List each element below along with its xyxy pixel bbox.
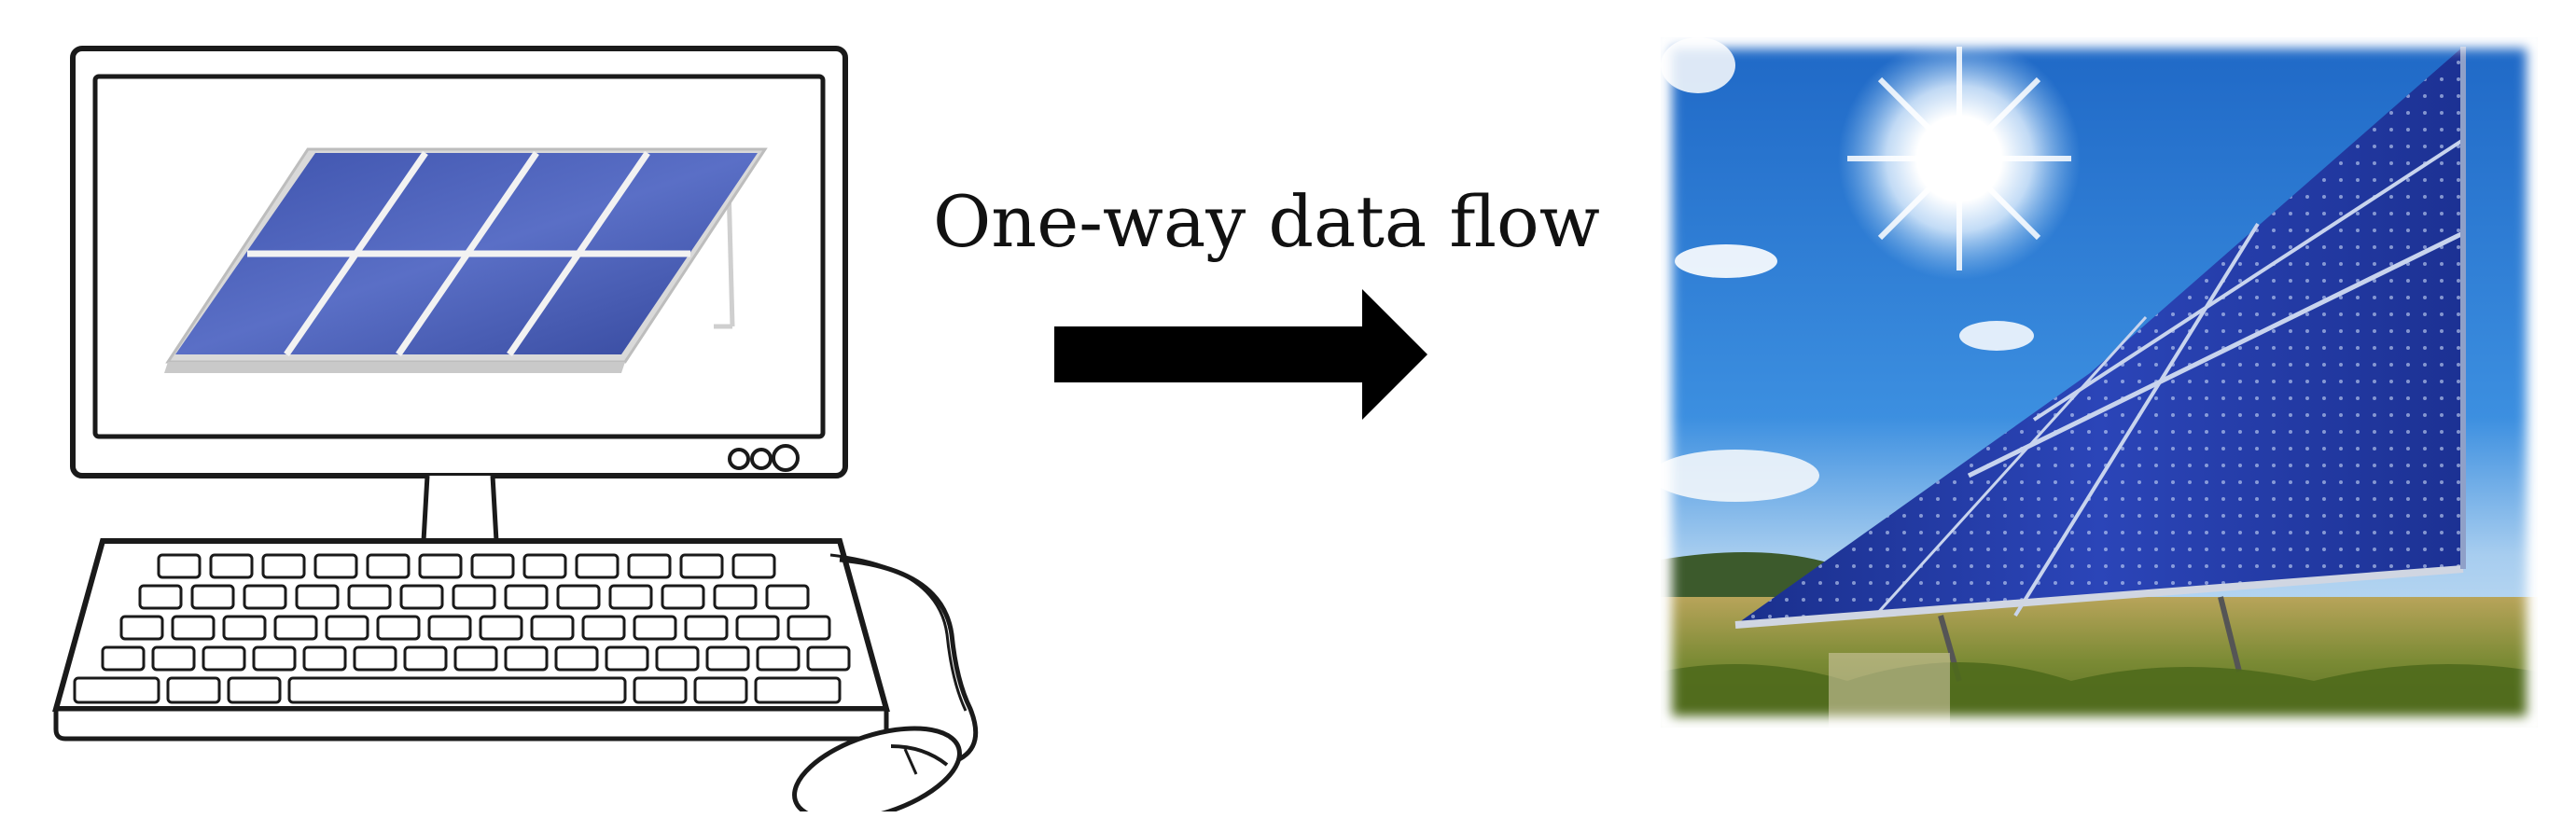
key	[713, 584, 758, 610]
key	[754, 676, 842, 704]
key	[119, 615, 164, 641]
key	[376, 615, 421, 641]
key	[806, 645, 851, 672]
mouse	[792, 553, 979, 811]
key	[261, 553, 306, 579]
key	[202, 645, 246, 672]
key	[166, 676, 221, 704]
screen-solar-panel	[164, 147, 768, 373]
key	[554, 645, 599, 672]
key	[399, 584, 444, 610]
key	[403, 645, 448, 672]
key	[295, 584, 340, 610]
key	[252, 645, 297, 672]
key	[504, 584, 549, 610]
solar-panel-photo	[1661, 37, 2538, 728]
key	[273, 615, 318, 641]
key	[731, 553, 776, 579]
right-arrow-icon	[1054, 289, 1427, 420]
key	[101, 645, 146, 672]
key	[627, 553, 672, 579]
photo-content	[1661, 37, 2538, 728]
key	[325, 615, 369, 641]
sun-icon	[1838, 37, 2081, 280]
key	[756, 645, 801, 672]
key	[453, 645, 498, 672]
cloud-icon	[1675, 244, 1777, 278]
key	[366, 553, 411, 579]
key	[470, 553, 515, 579]
key	[735, 615, 780, 641]
key	[227, 676, 282, 704]
key	[581, 615, 626, 641]
key	[655, 645, 700, 672]
key	[661, 584, 705, 610]
key	[556, 584, 601, 610]
key	[287, 676, 627, 704]
key	[679, 553, 724, 579]
key	[787, 615, 831, 641]
key	[504, 645, 549, 672]
key	[222, 615, 267, 641]
key	[347, 584, 392, 610]
flow-label: One-way data flow	[933, 180, 1600, 263]
key	[693, 676, 748, 704]
key	[575, 553, 620, 579]
key	[209, 553, 254, 579]
key	[479, 615, 523, 641]
key	[608, 584, 653, 610]
key	[73, 676, 160, 704]
computer-with-solar-panel-icon	[52, 46, 979, 811]
key	[353, 645, 397, 672]
key	[684, 615, 729, 641]
key	[633, 615, 677, 641]
key	[302, 645, 347, 672]
key	[705, 645, 750, 672]
key	[633, 676, 688, 704]
key	[313, 553, 358, 579]
key	[151, 645, 196, 672]
key	[765, 584, 810, 610]
key	[418, 553, 463, 579]
key	[157, 553, 202, 579]
key	[243, 584, 287, 610]
key	[530, 615, 575, 641]
keyboard	[52, 538, 890, 742]
key	[452, 584, 496, 610]
key	[427, 615, 472, 641]
key	[190, 584, 235, 610]
key	[605, 645, 649, 672]
key	[522, 553, 567, 579]
key	[171, 615, 216, 641]
key	[138, 584, 183, 610]
